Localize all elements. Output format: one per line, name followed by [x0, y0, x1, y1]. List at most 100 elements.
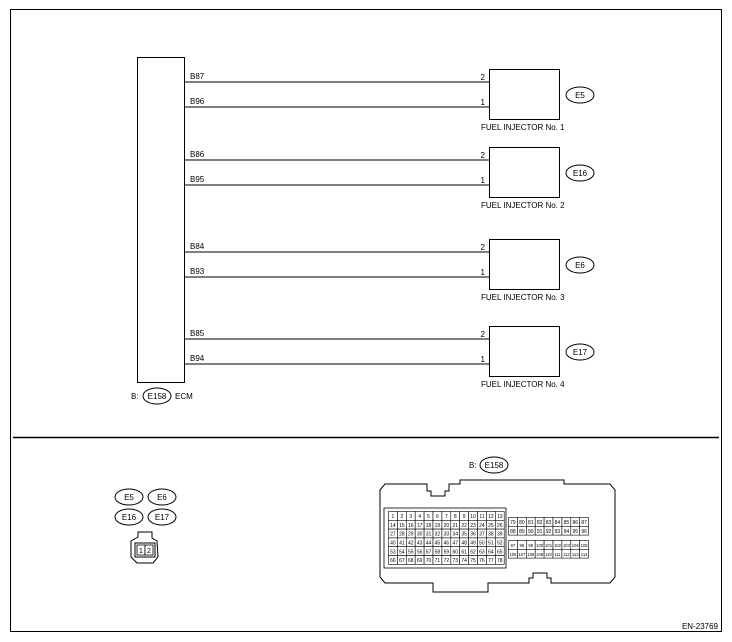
injector-block: [489, 69, 560, 120]
pin-number: 97: [511, 543, 516, 548]
ecm-connector-badge-lower: [479, 456, 509, 474]
pin-number: 59: [444, 549, 450, 555]
injector-name: FUEL INJECTOR No. 2: [481, 201, 565, 210]
ecm-connector-badge: [142, 387, 172, 405]
pin-number: 53: [390, 549, 396, 555]
injector-block: [489, 239, 560, 290]
pin-number: 6: [436, 514, 439, 520]
pin-number: 93: [555, 529, 561, 535]
pin-number: 64: [488, 549, 494, 555]
pin-number: 80: [519, 520, 525, 526]
connector-id: E17: [573, 348, 588, 357]
pin-number: 90: [528, 529, 534, 535]
pin-number: 5: [427, 514, 430, 520]
pin-number: 112: [563, 552, 570, 557]
pin-number: 103: [563, 543, 571, 548]
pin-number: 23: [470, 523, 476, 529]
pin-number: 79: [510, 520, 516, 526]
outer-frame: [10, 9, 722, 632]
pin-number: 69: [417, 558, 423, 564]
pin-number: 1: [481, 98, 486, 107]
pin-number: 71: [435, 558, 441, 564]
pin-number: 33: [444, 532, 450, 538]
pin-number: 43: [417, 541, 423, 547]
wire-label: B85: [190, 329, 205, 338]
pin-number: 8: [454, 514, 457, 520]
pin-number: 46: [444, 541, 450, 547]
pin-number: 15: [399, 523, 405, 529]
pin-number: 51: [488, 541, 494, 547]
pin-number: 55: [408, 549, 414, 555]
pin-number: 20: [444, 523, 450, 529]
pin-number: 65: [497, 549, 503, 555]
pin-number: 111: [554, 552, 561, 557]
pin-number: 48: [461, 541, 467, 547]
ecm-connector-prefix: B:: [469, 461, 477, 470]
pin-number: 32: [435, 532, 441, 538]
pin-number: 113: [572, 552, 579, 557]
pin-number: 75: [470, 558, 476, 564]
pin-number: 42: [408, 541, 414, 547]
connector-badge: [565, 164, 595, 182]
wire-label: B96: [190, 97, 205, 106]
connector-id: E16: [122, 513, 137, 522]
pin-number: 1: [481, 355, 486, 364]
wire-label: B93: [190, 267, 205, 276]
pin-number: 29: [408, 532, 414, 538]
connector-badge: [114, 508, 144, 526]
pin-number: 110: [545, 552, 552, 557]
pin-number: 9: [463, 514, 466, 520]
pin-number: 82: [537, 520, 543, 526]
ecm-prefix: B:: [131, 392, 139, 401]
figure-id: EN-23769: [682, 622, 719, 631]
pin-number: 61: [461, 549, 467, 555]
pin-number: 17: [417, 523, 423, 529]
wire-label: B86: [190, 150, 205, 159]
connector-id: E6: [575, 261, 585, 270]
pin-number: 31: [426, 532, 432, 538]
pin-cell: [144, 544, 154, 556]
pin-number: 28: [399, 532, 405, 538]
pin-number: 89: [519, 529, 525, 535]
connector-badge: [147, 508, 177, 526]
pin-number: 7: [445, 514, 448, 520]
pin-number: 1: [139, 548, 143, 555]
pin-number: 84: [555, 520, 561, 526]
pin-number: 44: [426, 541, 432, 547]
wire-label: B87: [190, 72, 205, 81]
pin-number: 1: [481, 268, 486, 277]
pin-number: 95: [572, 529, 578, 535]
pin-number: 52: [497, 541, 503, 547]
pin-number: 91: [537, 529, 543, 535]
pin-number: 105: [581, 543, 589, 548]
pin-cell: [494, 555, 505, 565]
ecm-connector-id: E158: [148, 392, 167, 401]
pin-number: 99: [528, 543, 533, 548]
ecm-connector-id-lower: E158: [485, 461, 504, 470]
pin-number: 22: [461, 523, 467, 529]
pin-number: 10: [470, 514, 476, 520]
connector-badge: [565, 256, 595, 274]
pin-number: 49: [470, 541, 476, 547]
connector-id: E5: [124, 493, 134, 502]
pin-number: 2: [481, 330, 486, 339]
pin-number: 100: [536, 543, 544, 548]
pin-number: 14: [390, 523, 396, 529]
pin-number: 73: [452, 558, 458, 564]
connector-id: E6: [157, 493, 167, 502]
pin-number: 50: [479, 541, 485, 547]
ecm-block: [137, 57, 185, 383]
pin-number: 16: [408, 523, 414, 529]
pin-cell: [579, 525, 589, 536]
pin-number: 86: [572, 520, 578, 526]
pin-number: 70: [426, 558, 432, 564]
pin-number: 18: [426, 523, 432, 529]
pin-number: 41: [399, 541, 405, 547]
pin-number: 88: [510, 529, 516, 535]
pin-number: 68: [408, 558, 414, 564]
pin-number: 104: [572, 543, 580, 548]
pin-number: 109: [536, 552, 544, 557]
